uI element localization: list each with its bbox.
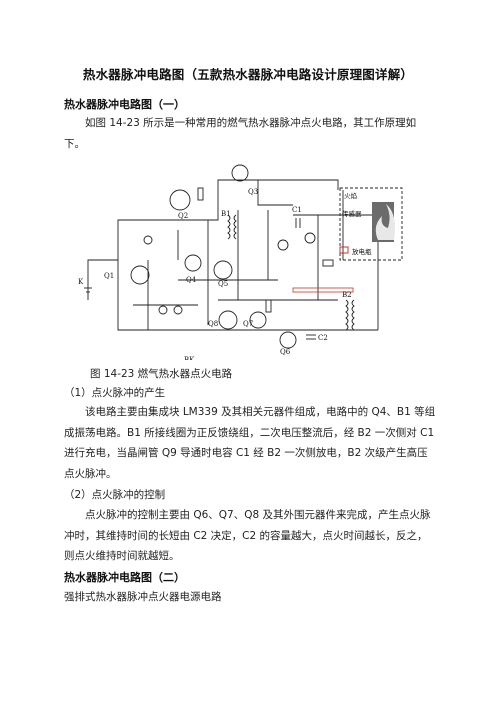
subsection2-title: （2）点火脉冲的控制 <box>64 489 166 501</box>
subsection2-text: 点火脉冲的控制主要由 Q6、Q7、Q8 及其外围元器件来完成，产生点火脉冲时，其… <box>64 509 431 562</box>
label-sensor: 传感器 <box>342 209 362 218</box>
label-electrode: 放电瓶 <box>352 247 372 256</box>
label-c2: C2 <box>318 334 328 342</box>
label-b1: B1 <box>221 210 231 218</box>
label-q5: Q5 <box>218 280 228 288</box>
label-b2: B2 <box>342 291 352 299</box>
page-title: 热水器脉冲电路图（五款热水器脉冲电路设计原理图详解） <box>82 67 414 82</box>
label-c1: C1 <box>292 206 302 214</box>
subsection1-title: （1）点火脉冲的产生 <box>64 387 166 399</box>
section1-heading: 热水器脉冲电路图（一） <box>64 98 185 111</box>
label-flame: 火焰 <box>344 191 357 200</box>
label-q2: Q2 <box>178 212 188 220</box>
label-q1: Q1 <box>104 272 114 280</box>
circuit-diagram: Q1 Q2 Q3 Q4 Q5 Q6 Q7 Q8 B1 B2 C1 C2 K BK… <box>78 160 418 360</box>
label-bk: BK <box>184 356 195 360</box>
figure-caption: 图 14-23 燃气热水器点火电路 <box>90 368 233 380</box>
flame-sensor-image <box>372 202 395 242</box>
label-q7: Q7 <box>243 320 253 328</box>
section2-line: 强排式热水器脉冲点火器电源电路 <box>64 591 222 603</box>
label-q6: Q6 <box>280 348 291 356</box>
subsection1-text: 该电路主要由集成块 LM339 及其相关元器件组成，电路中的 Q4、B1 等组成… <box>64 406 436 480</box>
section2-heading: 热水器脉冲电路图（二） <box>64 571 185 584</box>
circuit-svg: Q1 Q2 Q3 Q4 Q5 Q6 Q7 Q8 B1 B2 C1 C2 K BK… <box>78 164 403 360</box>
section1-intro: 如图 14-23 所示是一种常用的燃气热水器脉冲点火电路，其工作原理如下。 <box>64 117 417 150</box>
label-k: K <box>78 278 84 286</box>
label-q4: Q4 <box>186 276 197 284</box>
label-q3: Q3 <box>248 188 258 196</box>
label-q8: Q8 <box>208 320 218 328</box>
